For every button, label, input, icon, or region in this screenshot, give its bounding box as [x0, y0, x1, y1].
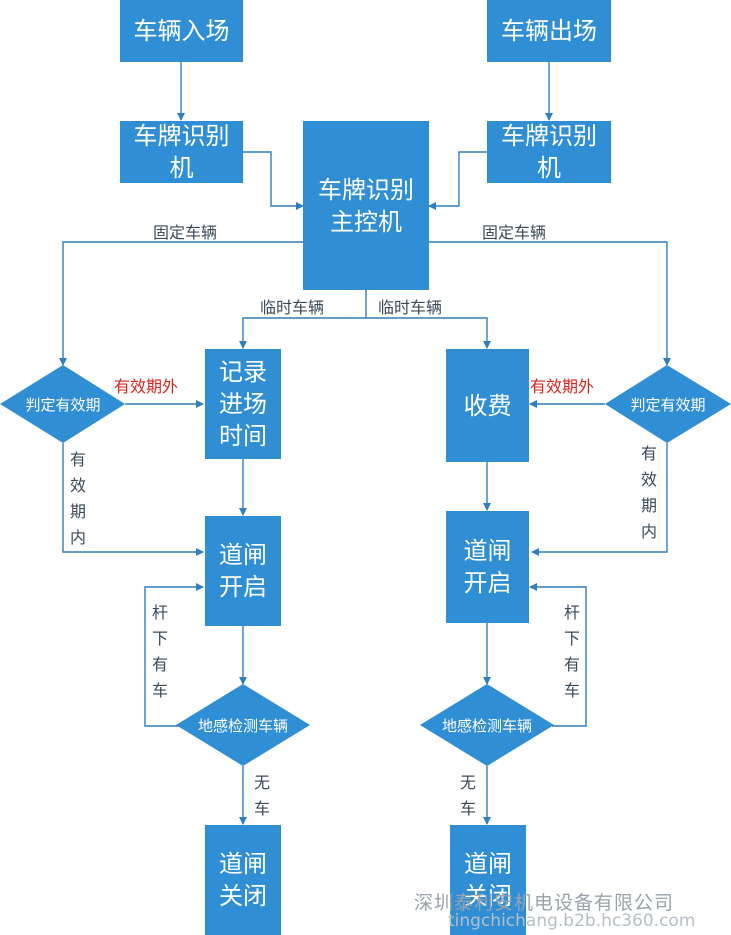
label-valid-right: 有 效 期 内 — [640, 444, 657, 541]
node-fee-label: 收费 — [463, 391, 512, 420]
node-record-label: 记录 进场 时间 — [219, 358, 267, 450]
label-fixed-right: 固定车辆 — [482, 223, 547, 242]
sensor-left-diamond — [176, 684, 310, 766]
validity-right-label: 判定有效期 — [630, 396, 706, 414]
node-lpr-right-label: 车牌识别 机 — [501, 122, 597, 182]
node-lpr-left-label: 车牌识别 机 — [133, 122, 230, 182]
validity-left-diamond — [0, 365, 125, 443]
node-main-controller-label: 车牌识别 主控机 — [318, 175, 414, 236]
node-gate-open-left: 道闸 开启 — [205, 516, 281, 626]
edge-lpr-left-to-main — [243, 151, 304, 210]
edge-sensor-left-loop — [144, 583, 204, 727]
sensor-left-label: 地感检测车辆 — [197, 717, 288, 735]
label-car-under-right: 杆 下 有 车 — [563, 603, 580, 700]
label-temp-left: 临时车辆 — [260, 298, 325, 317]
node-vehicle-entry: 车辆入场 — [120, 0, 243, 62]
node-vehicle-entry-label: 车辆入场 — [133, 17, 230, 45]
edge-temp-to-record — [239, 317, 366, 349]
label-fixed-left: 固定车辆 — [153, 223, 218, 242]
node-main-controller: 车牌识别 主控机 — [303, 121, 429, 290]
watermark-company: 深圳泰利安机电设备有限公司 — [414, 892, 675, 914]
label-no-car-right: 无 车 — [459, 773, 476, 818]
node-gate-close-right-label: 道闸 关闭 — [464, 850, 512, 910]
edge-main-to-validity-right — [429, 241, 671, 366]
label-expired-right: 有效期外 — [530, 377, 595, 396]
label-temp-right: 临时车辆 — [378, 298, 443, 317]
node-gate-open-right: 道闸 开启 — [446, 511, 529, 623]
edge-validity-left-to-open-left — [62, 443, 204, 556]
node-gate-close-left-label: 道闸 关闭 — [219, 850, 267, 910]
label-car-under-left: 杆 下 有 车 — [151, 603, 168, 700]
sensor-right-label: 地感检测车辆 — [441, 717, 532, 735]
edge-sensor-right-loop — [529, 583, 587, 727]
node-lpr-left: 车牌识别 机 — [120, 121, 243, 183]
edge-validity-right-to-open-right — [531, 443, 668, 556]
edge-main-to-validity-left — [59, 241, 303, 366]
node-vehicle-exit: 车辆出场 — [487, 0, 611, 62]
node-vehicle-exit-label: 车辆出场 — [501, 17, 597, 45]
edge-temp-to-fee — [366, 317, 491, 349]
validity-left-label: 判定有效期 — [25, 396, 101, 414]
sensor-right-diamond — [420, 684, 554, 766]
label-no-car-left: 无 车 — [253, 773, 270, 818]
node-gate-close-right: 道闸 关闭 — [450, 825, 526, 935]
edge-lpr-right-to-main — [428, 151, 487, 210]
node-fee: 收费 — [446, 349, 529, 462]
validity-right-diamond — [605, 365, 731, 443]
watermark-site: tingchichang.b2b.hc360.com — [448, 911, 696, 931]
node-gate-open-right-label: 道闸 开启 — [463, 537, 512, 597]
node-gate-open-left-label: 道闸 开启 — [219, 541, 267, 601]
node-gate-close-left: 道闸 关闭 — [205, 825, 281, 935]
label-valid-left: 有 效 期 内 — [69, 450, 86, 547]
label-expired-left: 有效期外 — [114, 377, 179, 396]
node-record-entry-time: 记录 进场 时间 — [205, 349, 281, 459]
node-lpr-right: 车牌识别 机 — [487, 121, 611, 183]
